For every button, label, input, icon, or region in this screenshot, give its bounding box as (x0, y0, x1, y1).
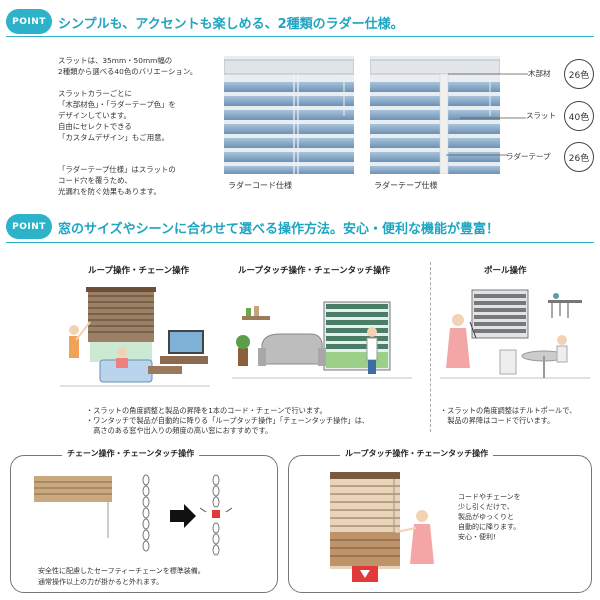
point2-divider (6, 242, 594, 243)
pole-op-title: ポール操作 (484, 266, 527, 276)
bullet-left: ・スラットの角度調整と製品の昇降を1本のコード・チェーンで行います。 (86, 406, 327, 415)
desc-line: 光漏れを防ぐ効果もあります。 (58, 187, 161, 196)
loop-chain-illustration (60, 287, 210, 387)
wood-part-label: 木部材 (528, 69, 551, 78)
loop-card-title: ループタッチ操作・チェーンタッチ操作 (340, 448, 494, 459)
tape-part-label: ラダーテープ (506, 152, 551, 161)
bullet-left: 高さのある窓や出入りの頻度の高い窓におすすめです。 (86, 426, 273, 435)
part-pointer-lines (446, 73, 528, 156)
desc-line: 「木部材色」・「ラダーテープ色」を (58, 100, 176, 109)
point-badge-2: POINT (6, 214, 52, 239)
loop-card-desc: 少し引くだけで、 (458, 503, 514, 511)
chain-card-desc: 通常操作以上の力が掛かると外れます。 (38, 578, 164, 586)
point2-heading: 窓のサイズやシーンに合わせて選べる操作方法。安心・便利な機能が豊富！ (58, 222, 499, 237)
safety-chain-illustration (34, 474, 233, 556)
desc-line: デザインしています。 (58, 111, 131, 120)
tape-color-count: 26色 (564, 142, 594, 172)
loop-card-desc: 自動的に降ります。 (458, 523, 521, 531)
loop-card-desc: コードやチェーンを (458, 493, 521, 501)
desc-line: スラットは、35mm・50mm幅の (58, 56, 173, 65)
desc-line: 2種類から選べる40色のバリエーション。 (58, 67, 198, 76)
loop-touch-op-title: ループタッチ操作・チェーンタッチ操作 (238, 266, 391, 276)
bullet-right: 製品の昇降はコードで行います。 (440, 416, 555, 425)
chain-card-title: チェーン操作・チェーンタッチ操作 (62, 448, 200, 459)
ladder-cord-blind-image (224, 56, 354, 174)
desc-line: 「ラダーテープ仕様」はスラットの (58, 165, 176, 174)
ladder-tape-blind-image (370, 56, 500, 174)
point-badge-1: POINT (6, 9, 52, 34)
point1-heading: シンプルも、アクセントも楽しめる、2種類のラダー仕様。 (58, 17, 404, 32)
desc-line: 「カスタムデザイン」もご用意。 (58, 133, 169, 142)
loop-chain-op-title: ループ操作・チェーン操作 (88, 266, 190, 276)
loop-card-desc: 製品がゆっくりと (458, 513, 514, 521)
bullet-right: ・スラットの角度調整はチルトポールで、 (440, 406, 577, 415)
loop-card-desc: 安心・便利! (458, 533, 496, 541)
slat-part-label: スラット (526, 111, 556, 120)
desc-line: コード穴を覆うため、 (58, 176, 132, 185)
point1-divider (6, 36, 594, 37)
pole-illustration (440, 289, 590, 379)
slat-color-count: 40色 (564, 101, 594, 131)
ladder-cord-caption: ラダーコード仕様 (228, 181, 292, 190)
desc-line: スラットカラーごとに (58, 89, 132, 98)
section-divider (430, 262, 431, 432)
ladder-tape-caption: ラダーテープ仕様 (374, 181, 438, 190)
wood-color-count: 26色 (564, 59, 594, 89)
bullet-left: ・ワンタッチで製品が自動的に降りる「ループタッチ操作」「チェーンタッチ操作」は、 (86, 416, 370, 425)
chain-card-desc: 安全性に配慮したセーフティーチェーンを標準装備。 (38, 567, 205, 575)
auto-lowering-blind-illustration (330, 472, 434, 582)
loop-touch-illustration (232, 301, 412, 379)
desc-line: 自由にセレクトできる (58, 122, 132, 131)
